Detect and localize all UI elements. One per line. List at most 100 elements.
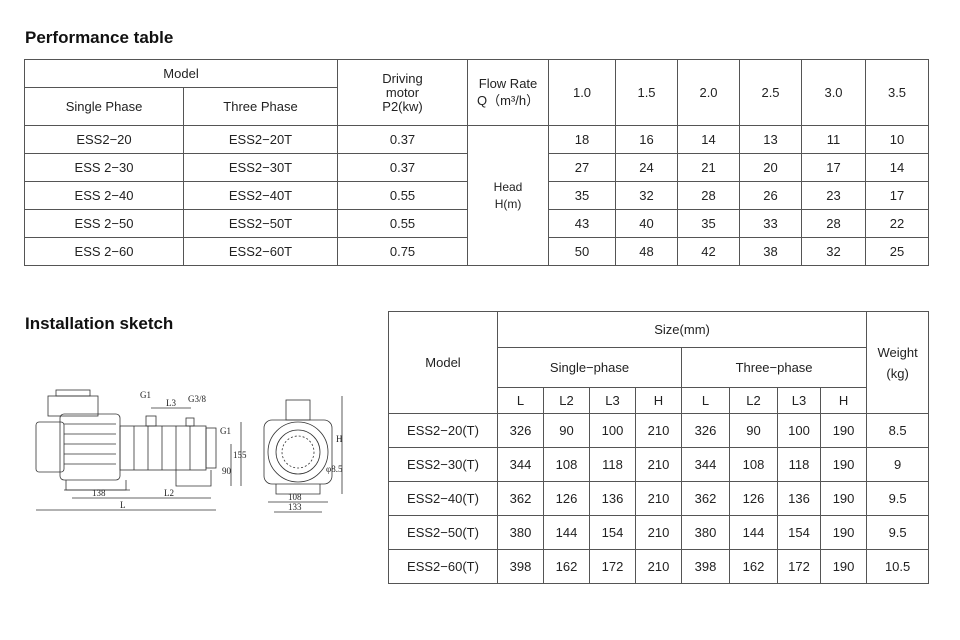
weight-value: 9.5 [866, 481, 930, 516]
motor-power: 0.37 [337, 153, 469, 182]
head-value: 26 [739, 181, 803, 210]
label-l2: L2 [164, 488, 174, 498]
single-phase-header: Single Phase [24, 87, 184, 126]
head-value: 20 [739, 153, 803, 182]
pump-stages [119, 425, 207, 471]
dim-value: 210 [635, 549, 682, 584]
head-value: 17 [801, 153, 867, 182]
label-g1-top: G1 [140, 390, 151, 400]
dim-value: 144 [729, 515, 778, 550]
dim-value: 362 [681, 481, 730, 516]
dim-value: 190 [819, 481, 868, 516]
head-value: 14 [677, 125, 741, 154]
flow-col-6: 3.5 [865, 59, 930, 126]
head-value: 35 [548, 181, 617, 210]
weight-value: 9.5 [866, 515, 930, 550]
col-header: H [819, 387, 868, 414]
performance-title: Performance table [25, 28, 174, 47]
head-value: 33 [739, 209, 803, 238]
weight-l2: (kg) [886, 365, 909, 381]
single-model: ESS 2−30 [24, 153, 184, 182]
head-value: 18 [548, 125, 617, 154]
dim-value: 380 [681, 515, 730, 550]
head-value: 22 [865, 209, 930, 238]
size-model-header: Model [388, 311, 498, 414]
flow-col-4: 2.5 [739, 59, 803, 126]
table-row: ESS 2−60 ESS2−60T 0.75 50 48 42 38 32 25 [24, 237, 930, 266]
col-header: L [497, 387, 544, 414]
dim-value: 118 [589, 447, 636, 482]
weight-value: 9 [866, 447, 930, 482]
three-model: ESS2−40T [182, 181, 339, 210]
col-header: L2 [729, 387, 778, 414]
driving-motor-header: Driving motor P2(kw) [337, 59, 469, 126]
col-header: L [681, 387, 730, 414]
head-label-l1: Head [493, 180, 523, 194]
dim-value: 154 [589, 515, 636, 550]
dim-value: 362 [497, 481, 544, 516]
flow-col-2: 1.5 [615, 59, 679, 126]
label-g38: G3/8 [188, 394, 207, 404]
dim-value: 100 [777, 413, 821, 448]
col-header: L3 [777, 387, 821, 414]
head-value: 48 [615, 237, 679, 266]
flow-col-1: 1.0 [548, 59, 617, 126]
dim-value: 210 [635, 447, 682, 482]
head-label-l2: H(m) [494, 197, 522, 211]
table-row: ESS 2−50 ESS2−50T 0.55 43 40 35 33 28 22 [24, 209, 930, 238]
dim-value: 118 [777, 447, 821, 482]
motor-power: 0.75 [337, 237, 469, 266]
installation-title: Installation sketch [25, 314, 174, 333]
dim-value: 126 [543, 481, 590, 516]
col-header: L3 [589, 387, 636, 414]
flow-rate-header: Flow Rate Q（m³/h） [467, 59, 550, 126]
three-phase-group: Three−phase [680, 347, 868, 388]
col-header: H [635, 387, 682, 414]
dim-value: 108 [543, 447, 590, 482]
table-row: ESS2−30(T) 344 108 118 210 344 108 118 1… [388, 447, 930, 482]
dim-value: 210 [635, 515, 682, 550]
dim-value: 326 [681, 413, 730, 448]
size-model: ESS2−50(T) [388, 515, 498, 550]
size-table: Model Size(mm) Weight (kg) Single−phase … [388, 311, 930, 584]
weight-value: 10.5 [866, 549, 930, 584]
weight-value: 8.5 [866, 413, 930, 448]
label-l3: L3 [166, 398, 176, 408]
driving-motor-l2: motor [385, 84, 420, 100]
dim-value: 344 [681, 447, 730, 482]
head-value: 11 [801, 125, 867, 154]
single-phase-group: Single−phase [497, 347, 682, 388]
col-header: L2 [543, 387, 590, 414]
terminal-box [47, 395, 99, 417]
dim-value: 172 [777, 549, 821, 584]
pump-sketch: G1 G3/8 L3 G1 90 155 138 L2 L H 108 133 … [35, 389, 343, 513]
dim-value: 136 [589, 481, 636, 516]
flow-rate-l2: Q（m³/h） [476, 93, 540, 108]
weight-l1: Weight [877, 344, 918, 360]
head-value: 42 [677, 237, 741, 266]
size-model: ESS2−60(T) [388, 549, 498, 584]
dim-value: 126 [729, 481, 778, 516]
table-row: ESS 2−30 ESS2−30T 0.37 27 24 21 20 17 14 [24, 153, 930, 182]
head-value: 17 [865, 181, 930, 210]
motor-power: 0.55 [337, 181, 469, 210]
head-value: 23 [801, 181, 867, 210]
dim-value: 190 [819, 447, 868, 482]
head-value: 16 [615, 125, 679, 154]
three-model: ESS2−30T [182, 153, 339, 182]
head-value: 21 [677, 153, 741, 182]
weight-header: Weight (kg) [866, 311, 930, 414]
driving-motor-l3: P2(kw) [382, 98, 423, 114]
head-label: Head H(m) [467, 125, 550, 266]
head-value: 28 [677, 181, 741, 210]
head-value: 32 [801, 237, 867, 266]
dim-value: 210 [635, 413, 682, 448]
dim-value: 344 [497, 447, 544, 482]
size-model: ESS2−30(T) [388, 447, 498, 482]
label-l: L [120, 500, 126, 510]
table-row: ESS2−20 ESS2−20T 0.37 Head H(m) 18 16 14… [24, 125, 930, 266]
dim-value: 136 [777, 481, 821, 516]
dim-value: 90 [543, 413, 590, 448]
head-value: 10 [865, 125, 930, 154]
dim-value: 190 [819, 515, 868, 550]
